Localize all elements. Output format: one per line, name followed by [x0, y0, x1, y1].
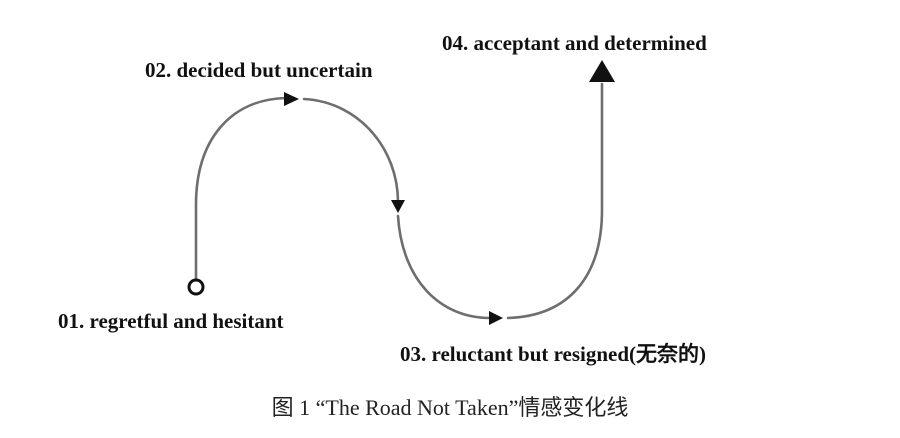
curve-segment-fall	[302, 97, 400, 204]
curve-segment-rise	[194, 96, 287, 286]
figure-caption: 图 1 “The Road Not Taken”情感变化线	[272, 395, 629, 420]
arrowhead-down	[391, 200, 405, 213]
start-point-marker	[187, 278, 205, 296]
curve-segment-valley	[396, 214, 492, 320]
curve-segment-ascent	[506, 82, 604, 320]
arrowhead-right-bottom	[489, 311, 503, 325]
arrowhead-right-top	[284, 92, 299, 106]
stage-label-03: 03. reluctant but resigned(无奈的)	[400, 342, 706, 366]
stage-label-02: 02. decided but uncertain	[145, 58, 373, 82]
stage-label-04: 04. acceptant and determined	[442, 31, 707, 55]
arrowhead-up	[589, 60, 615, 82]
stage-label-01: 01. regretful and hesitant	[58, 309, 284, 333]
